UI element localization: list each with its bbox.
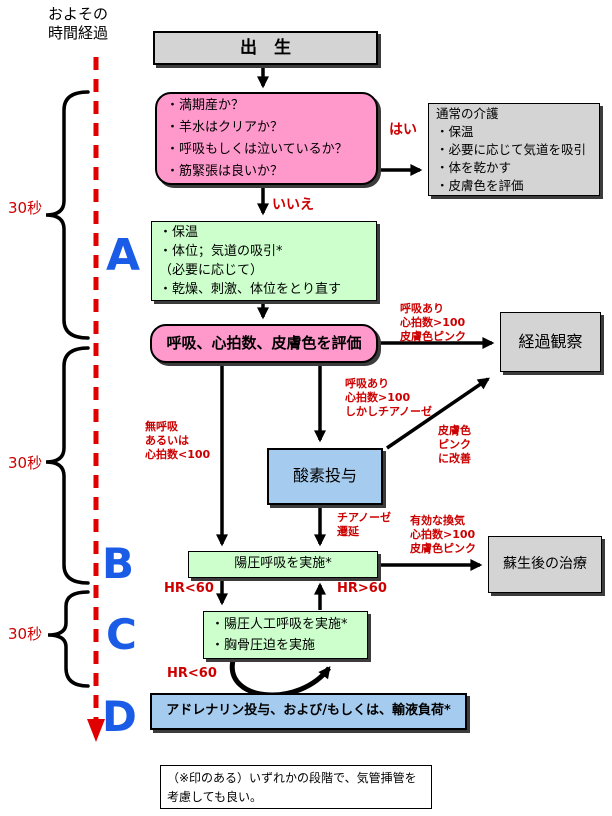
- brace-interval-1: [45, 90, 90, 340]
- interval-1-label: 30秒: [8, 199, 43, 217]
- question-line: ・満期産か？: [166, 97, 245, 113]
- elapsed-time-title-line2: 時間経過: [47, 24, 108, 42]
- interval-3-label: 30秒: [8, 625, 43, 643]
- edge-label-breathing-cyanosis: 呼吸あり 心拍数>100 しかしチアノーゼ: [345, 377, 433, 418]
- arrow-cpr-adrenaline-loop: [229, 659, 331, 698]
- stage-a-line: ・体位；気道の吸引*: [159, 244, 283, 259]
- edge-label-skin-improved: 皮膚色 ピンク に改善: [438, 424, 471, 465]
- routine-care-line: ・保温: [436, 123, 474, 139]
- observation-box: 経過観察: [500, 312, 601, 372]
- stage-a-line: （必要に応じて）: [159, 263, 264, 278]
- edge-label-breathing-hr-pink: 呼吸あり 心拍数>100 皮膚色ピンク: [400, 302, 466, 343]
- arrow-oxygen-to-observation: [386, 377, 490, 450]
- stage-b-letter: B: [102, 539, 135, 588]
- cpr-line: ・陽圧人工呼吸を実施*: [211, 617, 348, 632]
- post-resuscitation-box: 蘇生後の治療: [488, 536, 602, 593]
- routine-care-box: 通常の介護 ・保温 ・必要に応じて気道を吸引 ・体を乾かす ・皮膚色を評価: [428, 103, 600, 196]
- brace-interval-2: [45, 346, 90, 585]
- cpr-box: ・陽圧人工呼吸を実施* ・胸骨圧迫を実施: [203, 611, 368, 659]
- stage-a-box: ・保温 ・体位；気道の吸引* （必要に応じて） ・乾燥、刺激、体位をとり直す: [151, 221, 377, 301]
- routine-care-line: ・必要に応じて気道を吸引: [436, 141, 587, 157]
- stage-d-letter: D: [102, 692, 137, 741]
- routine-care-title: 通常の介護: [436, 105, 499, 121]
- elapsed-time-title-line1: およその: [47, 5, 108, 23]
- stage-a-letter: A: [106, 230, 141, 281]
- stage-c-letter: C: [106, 610, 137, 659]
- edge-label-hr-below-60-first: HR<60: [164, 581, 214, 596]
- evaluate-box: 呼吸、心拍数、皮膚色を評価: [150, 324, 378, 363]
- edge-label-apnea: 無呼吸 あるいは 心拍数<100: [145, 420, 211, 461]
- edge-label-yes: はい: [389, 122, 417, 138]
- brace-interval-3: [47, 590, 90, 688]
- ppv-box: 陽圧呼吸を実施*: [188, 551, 378, 578]
- elapsed-time-title: およその 時間経過: [30, 5, 126, 43]
- oxygen-box: 酸素投与: [267, 448, 383, 505]
- routine-care-line: ・体を乾かす: [436, 159, 512, 175]
- cpr-line: ・胸骨圧迫を実施: [211, 638, 316, 653]
- routine-care-line: ・皮膚色を評価: [436, 177, 524, 193]
- edge-label-hr-above-60: HR>60: [337, 581, 387, 596]
- stage-a-line: ・乾燥、刺激、体位をとり直す: [159, 282, 342, 297]
- edge-label-effective-vent: 有効な換気 心拍数>100 皮膚色ピンク: [410, 514, 476, 555]
- question-line: ・筋緊張は良いか？: [166, 163, 284, 179]
- edge-label-cyanosis-persist: チアノーゼ 遷延: [337, 511, 392, 538]
- question-line: ・呼吸もしくは泣いているか？: [166, 141, 348, 157]
- edge-label-no: いいえ: [272, 197, 314, 213]
- stage-a-line: ・保温: [159, 225, 199, 240]
- adrenaline-box: アドレナリン投与、および/もしくは、輸液負荷*: [150, 693, 467, 730]
- interval-2-label: 30秒: [8, 454, 43, 472]
- initial-questions-box: ・満期産か？ ・羊水はクリアか？ ・呼吸もしくは泣いているか？ ・筋緊張は良いか…: [155, 92, 378, 185]
- edge-label-hr-below-60-second: HR<60: [167, 666, 217, 681]
- birth-box: 出 生: [153, 31, 378, 65]
- footnote-box: （※印のある）いずれかの段階で、気管挿管を考慮しても良い。: [160, 765, 432, 809]
- question-line: ・羊水はクリアか？: [166, 119, 284, 135]
- elapsed-time-arrowhead-icon: [87, 719, 105, 742]
